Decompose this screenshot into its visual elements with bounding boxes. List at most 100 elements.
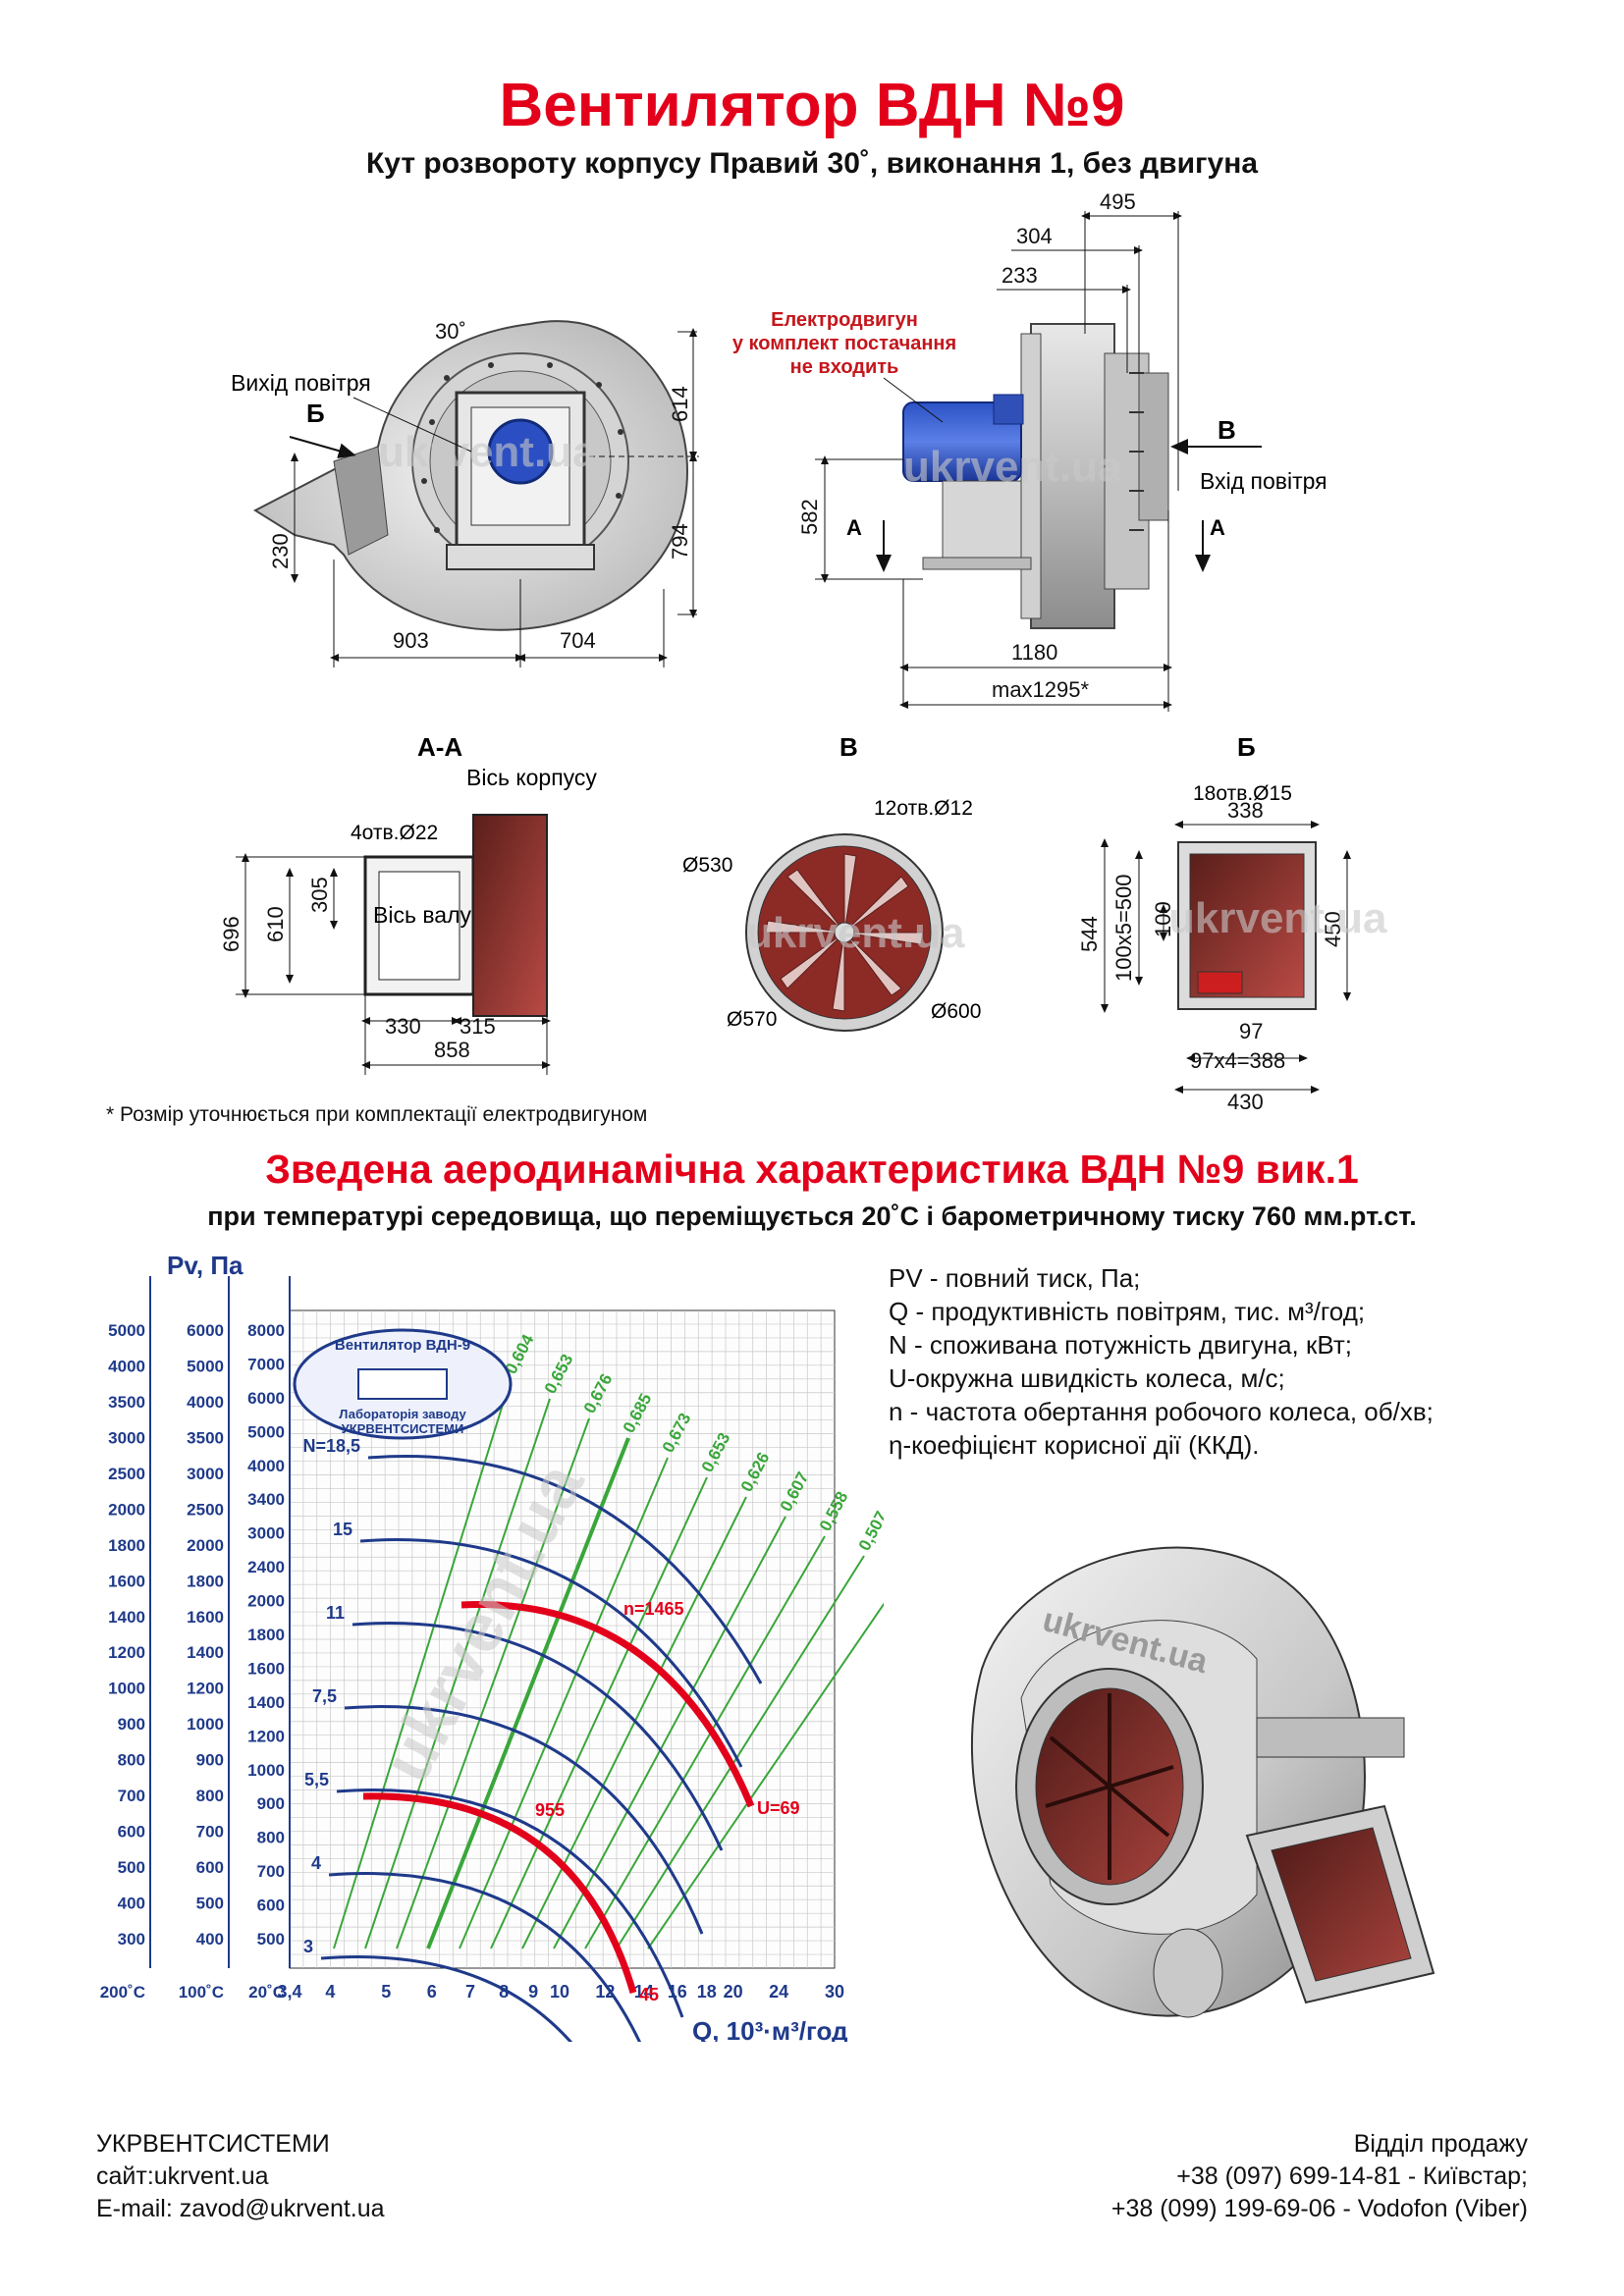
chart-legend: PV - повний тиск, Па; Q - продуктивність… xyxy=(889,1261,1434,1462)
holes-aa-label: 4отв.Ø22 xyxy=(351,822,438,844)
legend-item: Q - продуктивність повітрям, тис. м³/год… xyxy=(889,1297,1366,1326)
y-tick-label: 1800 xyxy=(108,1536,145,1555)
outlet-label: Вихід повітря xyxy=(231,370,371,396)
legend-item: U-окружна швидкість колеса, м/с; xyxy=(889,1363,1285,1393)
x-tick-label: 9 xyxy=(528,1982,538,2002)
power-curve xyxy=(344,1705,704,1935)
temp-label: 20˚С xyxy=(248,1983,285,2002)
efficiency-line xyxy=(364,1398,551,1949)
legend-item: η-коефіцієнт корисної дії (ККД). xyxy=(889,1430,1260,1460)
watermarks: ukrvent.ua ukrvent.ua ukrvent.ua ukrvent… xyxy=(378,428,1387,957)
watermark: ukrvent.ua xyxy=(746,909,965,957)
dim-794: 794 xyxy=(668,523,692,560)
dim-304: 304 xyxy=(1016,224,1053,248)
efficiency-line xyxy=(490,1476,708,1949)
dim-544: 544 xyxy=(1077,916,1102,952)
y-tick-label: 700 xyxy=(257,1862,285,1881)
dim-582: 582 xyxy=(797,499,822,535)
power-label: 5,5 xyxy=(304,1770,329,1789)
power-curve xyxy=(367,1455,763,1684)
y-tick-label: 8000 xyxy=(247,1321,285,1340)
dim-450: 450 xyxy=(1321,911,1345,947)
chart-xlabel: Q, 10³·м³/год xyxy=(692,2016,848,2042)
y-tick-label: 800 xyxy=(196,1787,224,1805)
y-tick-label: 1200 xyxy=(187,1680,224,1698)
page-subtitle: Кут розвороту корпусу Правий 30˚, викона… xyxy=(365,147,1259,180)
x-tick-label: 30 xyxy=(825,1982,844,2002)
y-tick-label: 600 xyxy=(196,1858,224,1877)
axis-shaft-label: Вісь валу xyxy=(373,902,471,928)
aerodynamic-chart: Pv, Па Q, 10³·м³/год 5000400035003000250… xyxy=(100,1251,884,2042)
stamp-text: Вентилятор ВДН-9 xyxy=(335,1337,470,1354)
power-curve xyxy=(359,1538,743,1768)
dim-315: 315 xyxy=(460,1014,496,1039)
y-tick-label: 6000 xyxy=(247,1389,285,1408)
u-label: 45 xyxy=(639,1985,659,2004)
y-tick-label: 600 xyxy=(118,1823,145,1842)
x-tick-label: 6 xyxy=(427,1982,437,2002)
power-label: 3 xyxy=(303,1937,313,1956)
section-aa: А-А Вісь корпусу 4отв.Ø22 Вісь валу 696 … xyxy=(219,732,597,1075)
y-tick-label: 4000 xyxy=(247,1457,285,1475)
y-tick-label: 400 xyxy=(196,1930,224,1949)
d530-label: Ø530 xyxy=(682,854,732,877)
y-tick-label: 1800 xyxy=(187,1572,224,1590)
inlet-label: Вхід повітря xyxy=(1200,468,1327,494)
y-tick-label: 800 xyxy=(118,1751,145,1770)
y-tick-label: 3400 xyxy=(247,1490,285,1509)
y-tick-label: 500 xyxy=(257,1930,285,1949)
dim-388: 97х4=388 xyxy=(1190,1048,1285,1073)
dim-330: 330 xyxy=(385,1014,421,1039)
efficiency-label: 0,507 xyxy=(855,1508,884,1553)
sales-title: Відділ продажу xyxy=(1353,2130,1528,2158)
y-tick-label: 6000 xyxy=(187,1321,224,1340)
dim-430: 430 xyxy=(1227,1090,1264,1114)
efficiency-line xyxy=(459,1457,669,1949)
y-tick-label: 2000 xyxy=(247,1592,285,1611)
section-a-mark-right: А xyxy=(1210,515,1225,540)
dim-100: 100 xyxy=(1151,901,1175,937)
x-tick-label: 20 xyxy=(724,1982,743,2002)
section-v: В 12отв.Ø12 Ø530 Ø570 Ø600 xyxy=(682,732,981,1032)
front-view: 614 794 230 903 704 30˚ Вихід повітря Б xyxy=(231,319,699,667)
y-tick-label: 1400 xyxy=(187,1643,224,1662)
efficiency-line xyxy=(333,1378,512,1949)
angle-label: 30˚ xyxy=(435,319,466,344)
y-tick-label: 2000 xyxy=(187,1536,224,1555)
efficiency-line xyxy=(647,1602,884,1949)
x-tick-label: 3,4 xyxy=(277,1982,301,2002)
axis-body-label: Вісь корпусу xyxy=(466,765,597,790)
y-tick-label: 900 xyxy=(196,1751,224,1770)
y-tick-label: 300 xyxy=(118,1930,145,1949)
speed-curve xyxy=(362,1792,637,1994)
y-tick-label: 1000 xyxy=(247,1761,285,1780)
y-tick-label: 4000 xyxy=(187,1393,224,1412)
power-curve xyxy=(336,1789,684,2018)
section-b-label: Б xyxy=(1237,732,1256,762)
y-tick-label: 1600 xyxy=(108,1572,145,1590)
x-tick-label: 5 xyxy=(381,1982,391,2002)
dim-610: 610 xyxy=(263,906,288,942)
speed-curve xyxy=(460,1601,755,1808)
y-tick-label: 900 xyxy=(257,1794,285,1813)
dim-233: 233 xyxy=(1001,263,1038,288)
x-tick-label: 18 xyxy=(697,1982,717,2002)
holes-v-label: 12отв.Ø12 xyxy=(874,797,973,820)
dim-1180: 1180 xyxy=(1011,640,1057,665)
section-v-mark: В xyxy=(1218,415,1236,445)
section-b-mark: Б xyxy=(306,399,325,428)
temp-label: 200˚С xyxy=(100,1983,145,2002)
power-label: 15 xyxy=(333,1520,352,1539)
y-tick-label: 700 xyxy=(118,1787,145,1805)
y-tick-label: 2400 xyxy=(247,1558,285,1576)
y-tick-label: 1800 xyxy=(247,1626,285,1644)
y-tick-label: 1200 xyxy=(247,1727,285,1745)
sales-phone-2: +38 (099) 199-69-06 - Vodofon (Viber) xyxy=(1110,2195,1528,2222)
x-tick-label: 8 xyxy=(499,1982,509,2002)
y-tick-label: 7000 xyxy=(247,1355,285,1373)
footer-sales: Відділ продажу +38 (097) 699-14-81 - Киї… xyxy=(1111,2128,1528,2225)
y-tick-label: 500 xyxy=(196,1895,224,1913)
temp-label: 100˚С xyxy=(179,1983,224,2002)
efficiency-line xyxy=(616,1555,865,1949)
y-tick-label: 3000 xyxy=(187,1465,224,1483)
